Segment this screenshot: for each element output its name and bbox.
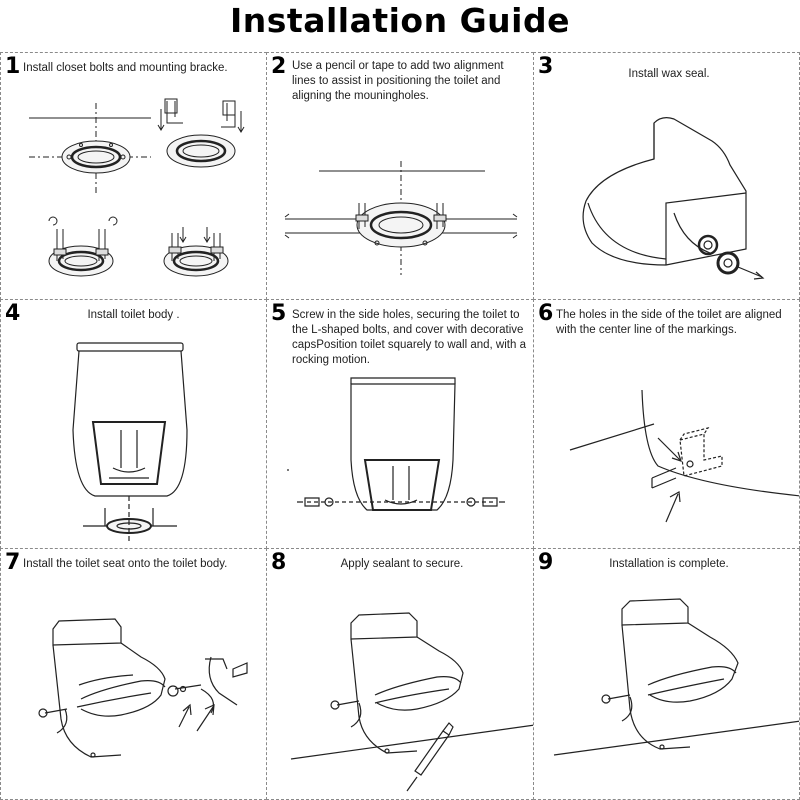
step-5-number: 5 <box>271 301 287 326</box>
step-3-panel: 3 Install wax seal. <box>533 52 800 300</box>
step-7-panel: 7 Install the toilet seat onto the toile… <box>0 548 267 800</box>
step-6-number: 6 <box>538 301 554 326</box>
step-2-panel: 2 Use a pencil or tape to add two alignm… <box>266 52 534 300</box>
step-5-text: Screw in the side holes, securing the to… <box>292 309 526 366</box>
step-8-number: 8 <box>271 550 287 575</box>
guide-title: Installation Guide <box>230 1 570 40</box>
step-6-illustration <box>534 300 800 549</box>
step-5-illustration <box>267 300 534 549</box>
step-4-text: Install toilet body . <box>87 309 180 321</box>
steps-grid: 1 Install closet bolts and mounting brac… <box>0 52 800 800</box>
step-4-number: 4 <box>5 301 21 326</box>
step-8-text: Apply sealant to secure. <box>340 558 464 570</box>
step-1-illustration <box>1 53 267 300</box>
step-1-number: 1 <box>5 54 21 79</box>
step-8-panel: 8 Apply sealant to secure. <box>266 548 534 800</box>
step-7-text: Install the toilet seat onto the toilet … <box>23 558 228 570</box>
step-7-illustration <box>1 549 267 800</box>
step-3-text: Install wax seal. <box>628 68 710 80</box>
step-2-illustration <box>267 53 534 300</box>
step-9-panel: 9 Installation is complete. <box>533 548 800 800</box>
step-1-text: Install closet bolts and mounting bracke… <box>23 62 228 74</box>
step-4-panel: 4 Install toilet body . <box>0 299 267 549</box>
step-2-number: 2 <box>271 54 287 79</box>
step-9-illustration <box>534 549 800 800</box>
step-3-number: 3 <box>538 54 554 79</box>
step-9-number: 9 <box>538 550 554 575</box>
step-8-illustration <box>267 549 534 800</box>
step-2-text: Use a pencil or tape to add two alignmen… <box>292 60 504 102</box>
step-6-panel: 6 The holes in the side of the toilet ar… <box>533 299 800 549</box>
step-1-panel: 1 Install closet bolts and mounting brac… <box>0 52 267 300</box>
step-6-text: The holes in the side of the toilet are … <box>556 309 782 336</box>
step-4-illustration <box>1 300 267 549</box>
step-3-illustration <box>534 53 800 300</box>
step-7-number: 7 <box>5 550 21 575</box>
step-5-panel: 5 Screw in the side holes, securing the … <box>266 299 534 549</box>
step-9-text: Installation is complete. <box>609 558 729 570</box>
